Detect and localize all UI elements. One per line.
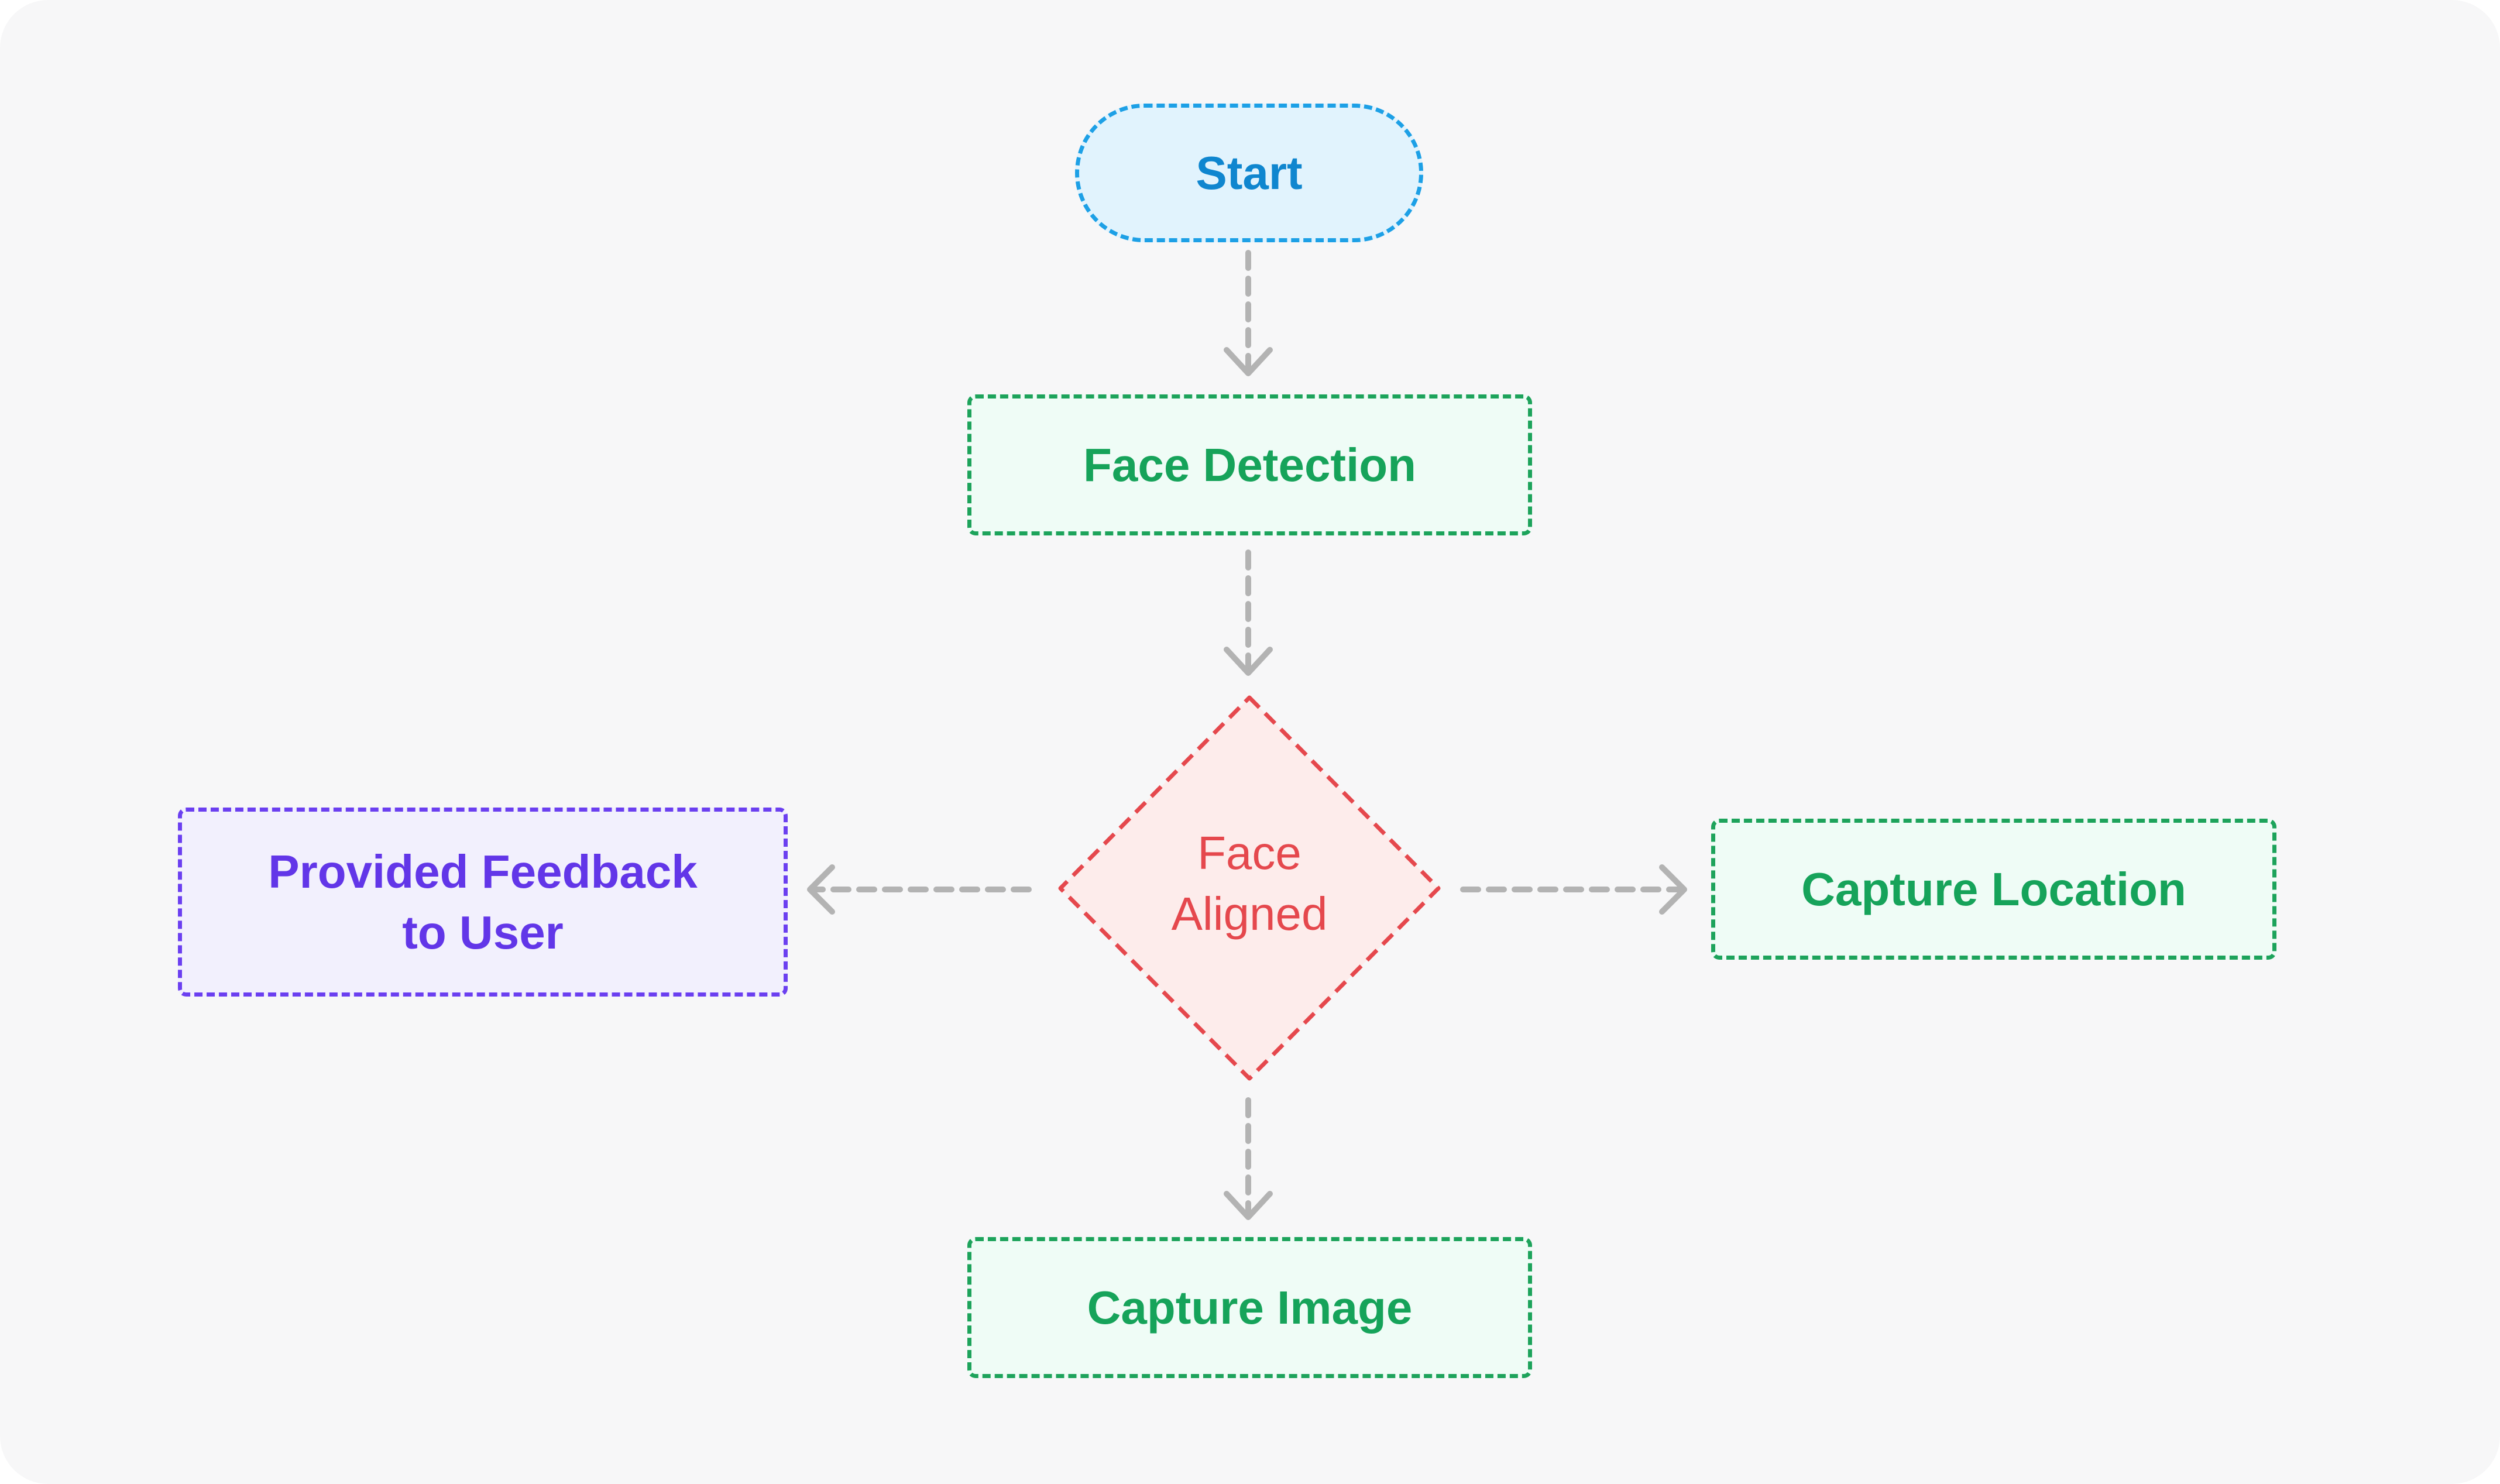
decision-diamond-face-aligned bbox=[1058, 695, 1441, 1081]
feedback-label-line2: to User bbox=[402, 906, 564, 959]
capture-image-label: Capture Image bbox=[1087, 1281, 1413, 1334]
face-detection-label: Face Detection bbox=[1083, 438, 1417, 491]
connector-decision-to-capture-location bbox=[1460, 864, 1687, 915]
connector-decision-to-feedback bbox=[807, 864, 1032, 915]
connector-decision-to-capture-image bbox=[1224, 1097, 1273, 1220]
face-aligned-label-line1: Face bbox=[1197, 827, 1301, 879]
connector-start-to-face-detection bbox=[1224, 250, 1273, 376]
capture-location-label: Capture Location bbox=[1801, 863, 2186, 915]
face-detection-node: Face Detection bbox=[967, 394, 1532, 535]
start-label: Start bbox=[1196, 146, 1303, 199]
connector-face-detection-to-decision bbox=[1224, 549, 1273, 676]
face-aligned-decision-text: Face Aligned bbox=[1080, 808, 1419, 960]
feedback-label-line1: Provided Feedback bbox=[268, 845, 698, 898]
capture-image-node: Capture Image bbox=[967, 1237, 1532, 1378]
start-node: Start bbox=[1075, 104, 1423, 242]
feedback-node: Provided Feedback to User bbox=[178, 808, 788, 997]
capture-location-node: Capture Location bbox=[1711, 819, 2276, 960]
face-aligned-label-line2: Aligned bbox=[1171, 888, 1328, 940]
